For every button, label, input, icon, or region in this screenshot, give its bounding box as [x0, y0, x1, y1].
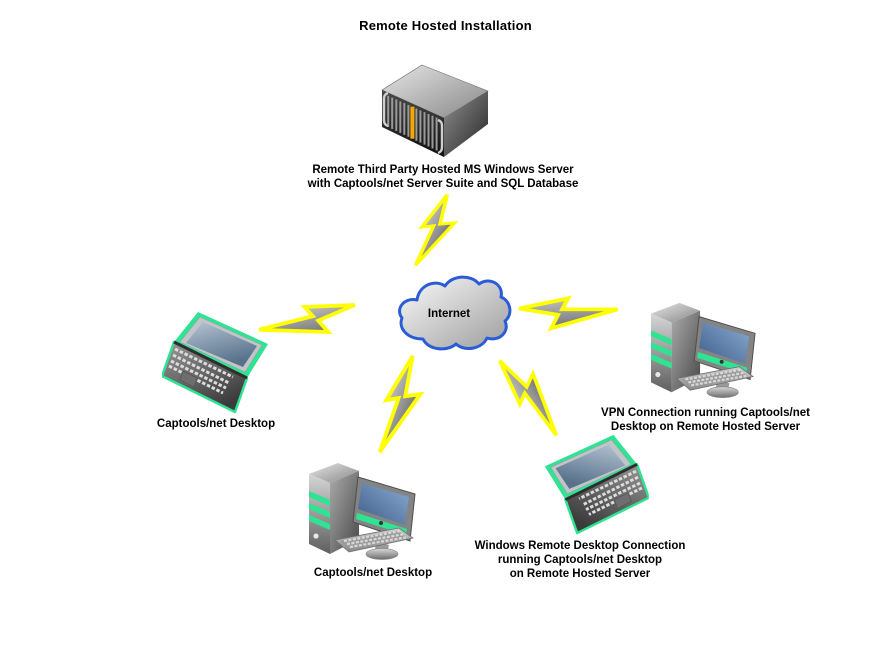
desktop-computer-icon: [302, 457, 424, 565]
desktop-computer-icon: [643, 297, 765, 403]
desktop-right-label-line2: Desktop on Remote Hosted Server: [610, 421, 801, 433]
laptop-bottom-right-label: Windows Remote Desktop Connection runnin…: [459, 539, 701, 581]
internet-label: Internet: [427, 308, 471, 320]
laptop-left-label: Captools/net Desktop: [156, 418, 276, 430]
desktop-right-label: VPN Connection running Captools/net Desk…: [583, 406, 828, 434]
diagram-title: Remote Hosted Installation: [359, 18, 532, 33]
server-label-line2: with Captools/net Server Suite and SQL D…: [307, 178, 579, 190]
laptop-br-label-line3: on Remote Hosted Server: [509, 568, 651, 580]
laptop-br-label-line1: Windows Remote Desktop Connection: [474, 540, 686, 552]
server-label: Remote Third Party Hosted MS Windows Ser…: [283, 163, 603, 191]
rack-server-icon: [376, 62, 500, 160]
laptop-icon: [524, 431, 650, 537]
lightning-bolt-icon: [375, 355, 425, 453]
laptop-br-label-line2: running Captools/net Desktop: [497, 554, 663, 566]
desktop-bottom-label: Captools/net Desktop: [313, 567, 433, 579]
lightning-bolt-icon: [411, 194, 459, 266]
server-label-line1: Remote Third Party Hosted MS Windows Ser…: [312, 164, 574, 176]
desktop-right-label-line1: VPN Connection running Captools/net: [601, 407, 810, 419]
laptop-icon: [162, 308, 288, 416]
